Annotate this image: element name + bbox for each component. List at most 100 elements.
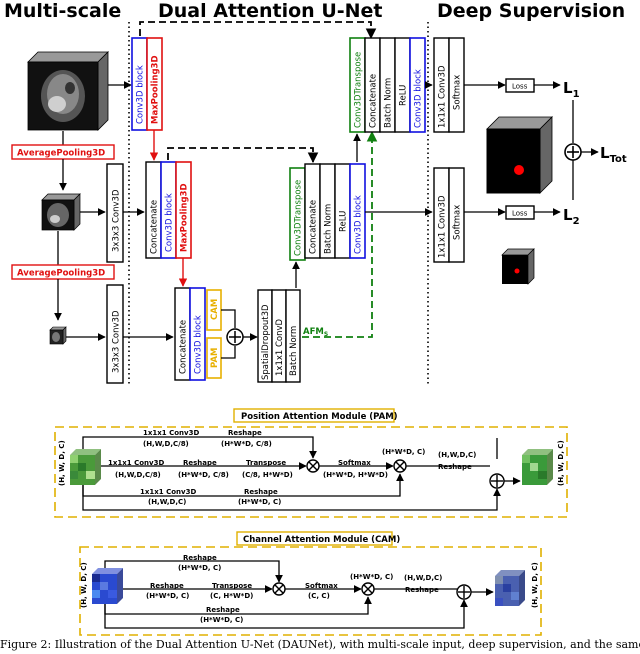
cam-final-reshape: Reshape <box>405 586 439 594</box>
pam-input-cube <box>70 449 101 485</box>
conv3d-block-l3-label: Conv3D block <box>194 315 204 374</box>
l2-label: L2 <box>563 206 580 227</box>
pam-bottom-reshape: Reshape <box>244 488 278 496</box>
ds-softmax-2 <box>448 167 465 263</box>
conv3x3-label-1: 3x3x3 Conv3D <box>112 189 122 252</box>
mri-image-large <box>27 51 109 131</box>
header-dual-attention: Dual Attention U-Net <box>158 0 383 22</box>
concatenate-dec-l1-label: Concatenate <box>369 74 379 128</box>
cam-mid-reshape-shape: (H*W*D, C) <box>146 592 189 600</box>
cam-bottom-reshape-shape: (H*W*D, C) <box>200 616 243 624</box>
pam-bottom-conv-shape: (H,W,D,C) <box>148 498 186 506</box>
conv3x3-block-1 <box>106 163 124 263</box>
conv3d-block-l3 <box>189 287 206 381</box>
cam-title: Channel Attention Module (CAM) <box>243 535 400 545</box>
ltot-label: LTot <box>600 144 627 165</box>
pam-transpose: Transpose <box>246 459 286 467</box>
batchnorm-dec-l2-label: Batch Norm <box>324 204 334 254</box>
cam-output-cube <box>495 570 525 606</box>
cam-top-reshape: Reshape <box>183 554 217 562</box>
avg-pool-2-label: AveragePooling3D <box>17 269 105 279</box>
segmentation-output-small <box>501 248 535 285</box>
mri-image-medium <box>41 193 81 231</box>
conv-transpose-l2-label: Conv3DTranspose <box>294 180 304 256</box>
cam-input-cube <box>92 568 123 604</box>
cam-output-shape: (H, W, D, C) <box>531 562 539 608</box>
mri-image-small <box>49 326 67 345</box>
afm-path <box>302 130 378 338</box>
conv-transpose-l1-label: Conv3DTranspose <box>354 52 364 128</box>
conv3d-block-dec-l1-label: Conv3D block <box>414 69 424 128</box>
pam-mid-reshape-shape: (H*W*D, C/8) <box>178 471 229 479</box>
pam-input-shape: (H, W, D, C) <box>58 440 66 486</box>
cam-bottom-reshape: Reshape <box>206 606 240 614</box>
pam-top-reshape: Reshape <box>228 429 262 437</box>
maxpool-l1-label: MaxPooling3D <box>151 55 161 124</box>
pam-after-mult-shape: (H*W*D, C) <box>382 448 425 456</box>
pam-final-reshape: Reshape <box>438 463 472 471</box>
batchnorm-bottleneck <box>285 289 301 383</box>
cam-final-shape: (H,W,D,C) <box>404 574 442 582</box>
l1-label: L1 <box>563 79 580 100</box>
pam-block-label: PAM <box>210 348 220 369</box>
maxpool-l2-label: MaxPooling3D <box>180 183 190 252</box>
conv1x1-bottleneck-label: 1x1x1 ConvD <box>275 318 285 376</box>
pam-output-cube <box>522 449 553 485</box>
concatenate-l3-label: Concatenate <box>179 320 189 374</box>
pam-mid-conv: 1x1x1 Conv3D <box>108 459 164 467</box>
cam-title-box <box>236 531 393 546</box>
pam-final-shape: (H,W,D,C) <box>438 451 476 459</box>
pam-title-box <box>233 408 395 423</box>
conv3d-block-dec-l2-label: Conv3D block <box>354 195 364 254</box>
cam-transpose-shape: (C, H*W*D) <box>210 592 253 600</box>
cam-transpose: Transpose <box>212 582 252 590</box>
cam-softmax: Softmax <box>305 582 338 590</box>
batchnorm-bottleneck-label: Batch Norm <box>289 326 299 376</box>
cam-input-shape: (H, W, D, C) <box>80 562 88 608</box>
avg-pool-2-box <box>11 264 115 280</box>
daunet-figure: Multi-scale Dual Attention U-Net Deep Su… <box>4 0 627 636</box>
conv3d-block-l2-label: Conv3D block <box>165 193 175 252</box>
pam-mid-conv-shape: (H,W,D,C/8) <box>115 471 161 479</box>
ds-conv-1-label: 1x1x1 Conv3D <box>438 65 448 128</box>
pam-top-conv: 1x1x1 Conv3D <box>143 429 199 437</box>
cam-top-reshape-shape: (H*W*D, C) <box>178 564 221 572</box>
cam-module-box <box>79 546 542 636</box>
header-multi-scale: Multi-scale <box>4 0 121 22</box>
spatial-dropout-label: SpatialDropout3D <box>261 304 271 380</box>
afm-label: AFMS <box>303 327 328 338</box>
pam-softmax: Softmax <box>338 459 371 467</box>
cam-softmax-shape: (C, C) <box>308 592 330 600</box>
conv3x3-label-2: 3x3x3 Conv3D <box>112 310 122 373</box>
relu-dec-l2-label: ReLU <box>339 211 349 232</box>
pam-bottom-reshape-shape: (H*W*D, C) <box>238 498 281 506</box>
pam-transpose-shape: (C/8, H*W*D) <box>242 471 293 479</box>
batchnorm-dec-l1-label: Batch Norm <box>384 78 394 128</box>
loss-label-2: Loss <box>512 210 528 218</box>
ds-conv-2-label: 1x1x1 Conv3D <box>438 195 448 258</box>
pam-softmax-shape: (H*W*D, H*W*D) <box>323 471 388 479</box>
pam-bottom-conv: 1x1x1 Conv3D <box>140 488 196 496</box>
loss-label-1: Loss <box>512 83 528 91</box>
cam-block-label: CAM <box>210 299 220 320</box>
pam-title: Position Attention Module (PAM) <box>241 412 398 422</box>
concatenate-dec-l2-label: Concatenate <box>309 200 319 254</box>
ds-softmax-2-label: Softmax <box>453 205 463 240</box>
conv3d-block-l1-label: Conv3D block <box>136 65 146 124</box>
relu-dec-l1-label: ReLU <box>399 85 409 106</box>
pam-top-conv-shape: (H,W,D,C/8) <box>143 440 189 448</box>
ds-softmax-1-label: Softmax <box>453 75 463 110</box>
pam-output-shape: (H, W, D, C) <box>557 440 565 486</box>
conv3d-block-dec-l2 <box>349 163 366 259</box>
pam-mid-reshape: Reshape <box>183 459 217 467</box>
figure-caption: Figure 2: Illustration of the Dual Atten… <box>0 638 640 651</box>
avg-pool-1-label: AveragePooling3D <box>17 149 105 159</box>
pam-module-box <box>54 426 568 518</box>
conv3x3-block-2 <box>106 284 124 384</box>
concatenate-l2-label: Concatenate <box>150 200 160 254</box>
header-deep-supervision: Deep Supervision <box>437 0 625 22</box>
cam-mid-reshape: Reshape <box>150 582 184 590</box>
segmentation-output-large <box>486 116 553 194</box>
cam-after-mult-shape: (H*W*D, C) <box>350 573 393 581</box>
pam-top-reshape-shape: (H*W*D, C/8) <box>221 440 272 448</box>
